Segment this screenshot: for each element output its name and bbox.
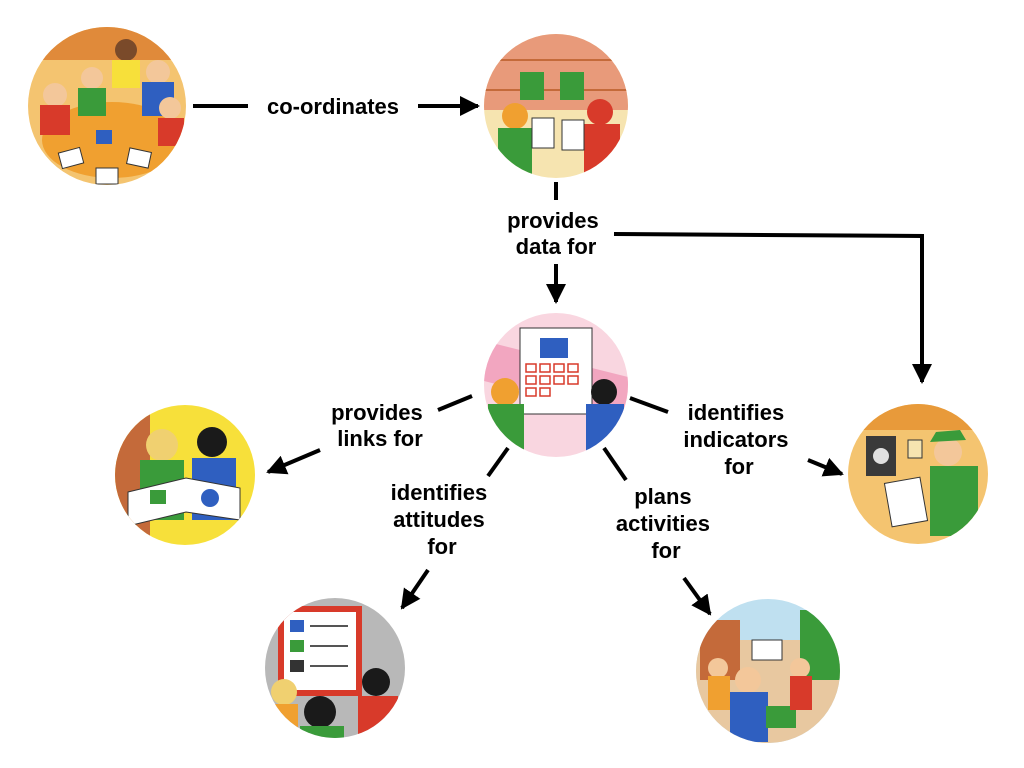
node-monitoring-illustration (848, 404, 988, 544)
edge-plans-activities-label-line1: plans (634, 484, 691, 509)
edge-provides-data: provides data for (507, 182, 605, 304)
node-survey-illustration (484, 34, 628, 178)
svg-text:identifies indicators: identifies indicators for (683, 400, 794, 479)
edge-data-to-monitoring (613, 232, 932, 384)
svg-text:provides data for: provides data for (507, 208, 605, 259)
edge-data-to-monitoring-arrow (613, 232, 932, 384)
edge-identifies-indicators-label-line3: for (724, 454, 754, 479)
node-activities-illustration (696, 599, 840, 743)
edge-provides-links-stub (437, 394, 473, 412)
edge-identifies-indicators-label-line1: identifies (688, 400, 785, 425)
node-action-plan-illustration (484, 313, 628, 457)
edge-plans-activities-arrow (682, 576, 712, 616)
edge-coordinates: co-ordinates (193, 94, 480, 119)
edge-identifies-attitudes-label-line2: attitudes (393, 507, 485, 532)
edge-plans-activities-stub (602, 446, 628, 482)
svg-text:identifies attitudes: identifies attitudes for (391, 480, 494, 559)
edge-identifies-indicators-label-line2: indicators (683, 427, 788, 452)
edge-identifies-attitudes-label-line3: for (427, 534, 457, 559)
svg-text:co-ordinates: co-ordinates (267, 94, 399, 119)
edge-identifies-indicators-stub (629, 396, 669, 414)
edge-plans-activities-label-line2: activities (616, 511, 710, 536)
node-code-illustration (265, 598, 405, 738)
edge-identifies-indicators: identifies indicators for (629, 396, 844, 479)
edge-identifies-attitudes-stub (486, 446, 510, 478)
edge-identifies-indicators-arrow (807, 457, 844, 477)
edge-provides-links-arrow (266, 448, 321, 475)
edge-plans-activities: plans activities for (602, 446, 716, 616)
edge-identifies-attitudes: identifies attitudes for (391, 446, 510, 610)
svg-text:provides links for: provides links for (331, 400, 429, 451)
node-curriculum-illustration (115, 405, 255, 545)
edge-provides-links-label-line2: links for (337, 426, 423, 451)
edge-coordinates-label: co-ordinates (267, 94, 399, 119)
edge-provides-links-label-line1: provides (331, 400, 423, 425)
edge-provides-links: provides links for (266, 394, 473, 475)
edge-plans-activities-label-line3: for (651, 538, 681, 563)
edge-identifies-attitudes-arrow (400, 568, 430, 610)
svg-text:plans activities f: plans activities for (616, 484, 716, 563)
node-committee-illustration (28, 27, 186, 185)
edge-provides-data-label-line2: data for (516, 234, 597, 259)
edge-identifies-attitudes-label-line1: identifies (391, 480, 488, 505)
edge-provides-data-label-line1: provides (507, 208, 599, 233)
